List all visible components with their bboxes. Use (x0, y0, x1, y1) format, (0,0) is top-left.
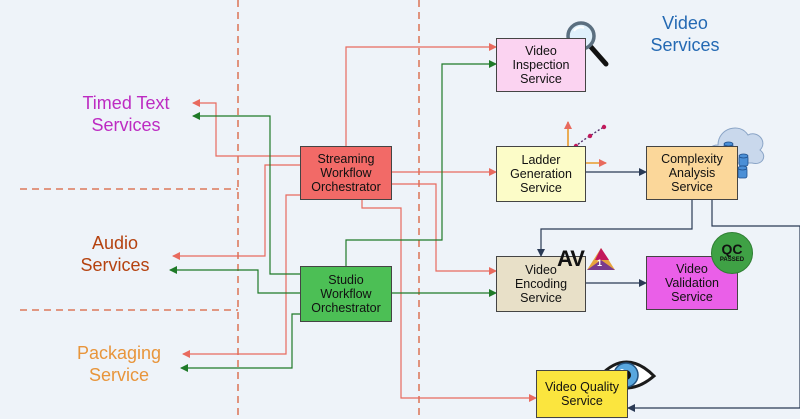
video-inspection-service[interactable]: Video Inspection Service (496, 38, 586, 92)
qc-passed-badge-icon: QC PASSED (711, 232, 753, 274)
video-validation-service[interactable]: Video Validation Service (646, 256, 738, 310)
encoding-label: Video Encoding Service (514, 263, 568, 305)
audio-services-label: Audio Services (80, 233, 150, 275)
packaging-service-label: Packaging Service (76, 343, 162, 385)
ladder-generation-service[interactable]: Ladder Generation Service (496, 146, 586, 202)
qc-passed-text: PASSED (719, 257, 745, 263)
studio-connections (169, 60, 497, 372)
av1-logo-icon: AV 1 (557, 244, 627, 274)
video-services-title: Video Services (650, 13, 720, 55)
boundary-lines (20, 0, 420, 419)
av1-number: 1 (597, 258, 603, 268)
inspection-label: Video Inspection Service (512, 44, 570, 86)
validation-label: Video Validation Service (665, 262, 719, 304)
streaming-orchestrator-label: Streaming Workflow Orchestrator (311, 152, 381, 194)
studio-workflow-orchestrator[interactable]: Studio Workflow Orchestrator (300, 266, 392, 322)
studio-orchestrator-label: Studio Workflow Orchestrator (311, 273, 381, 315)
video-encoding-service[interactable]: Video Encoding Service (496, 256, 586, 312)
streaming-workflow-orchestrator[interactable]: Streaming Workflow Orchestrator (300, 146, 392, 200)
service-connections (537, 168, 800, 412)
av1-text: AV (557, 246, 585, 271)
timed-text-services-label: Timed Text Services (82, 93, 170, 135)
complexity-analysis-service[interactable]: Complexity Analysis Service (646, 146, 738, 200)
ladder-label: Ladder Generation Service (510, 153, 572, 195)
quality-label: Video Quality Service (544, 380, 620, 408)
qc-text: QC (721, 241, 743, 257)
complexity-label: Complexity Analysis Service (661, 152, 723, 194)
streaming-connections (172, 43, 537, 402)
video-quality-service[interactable]: Video Quality Service (536, 370, 628, 418)
